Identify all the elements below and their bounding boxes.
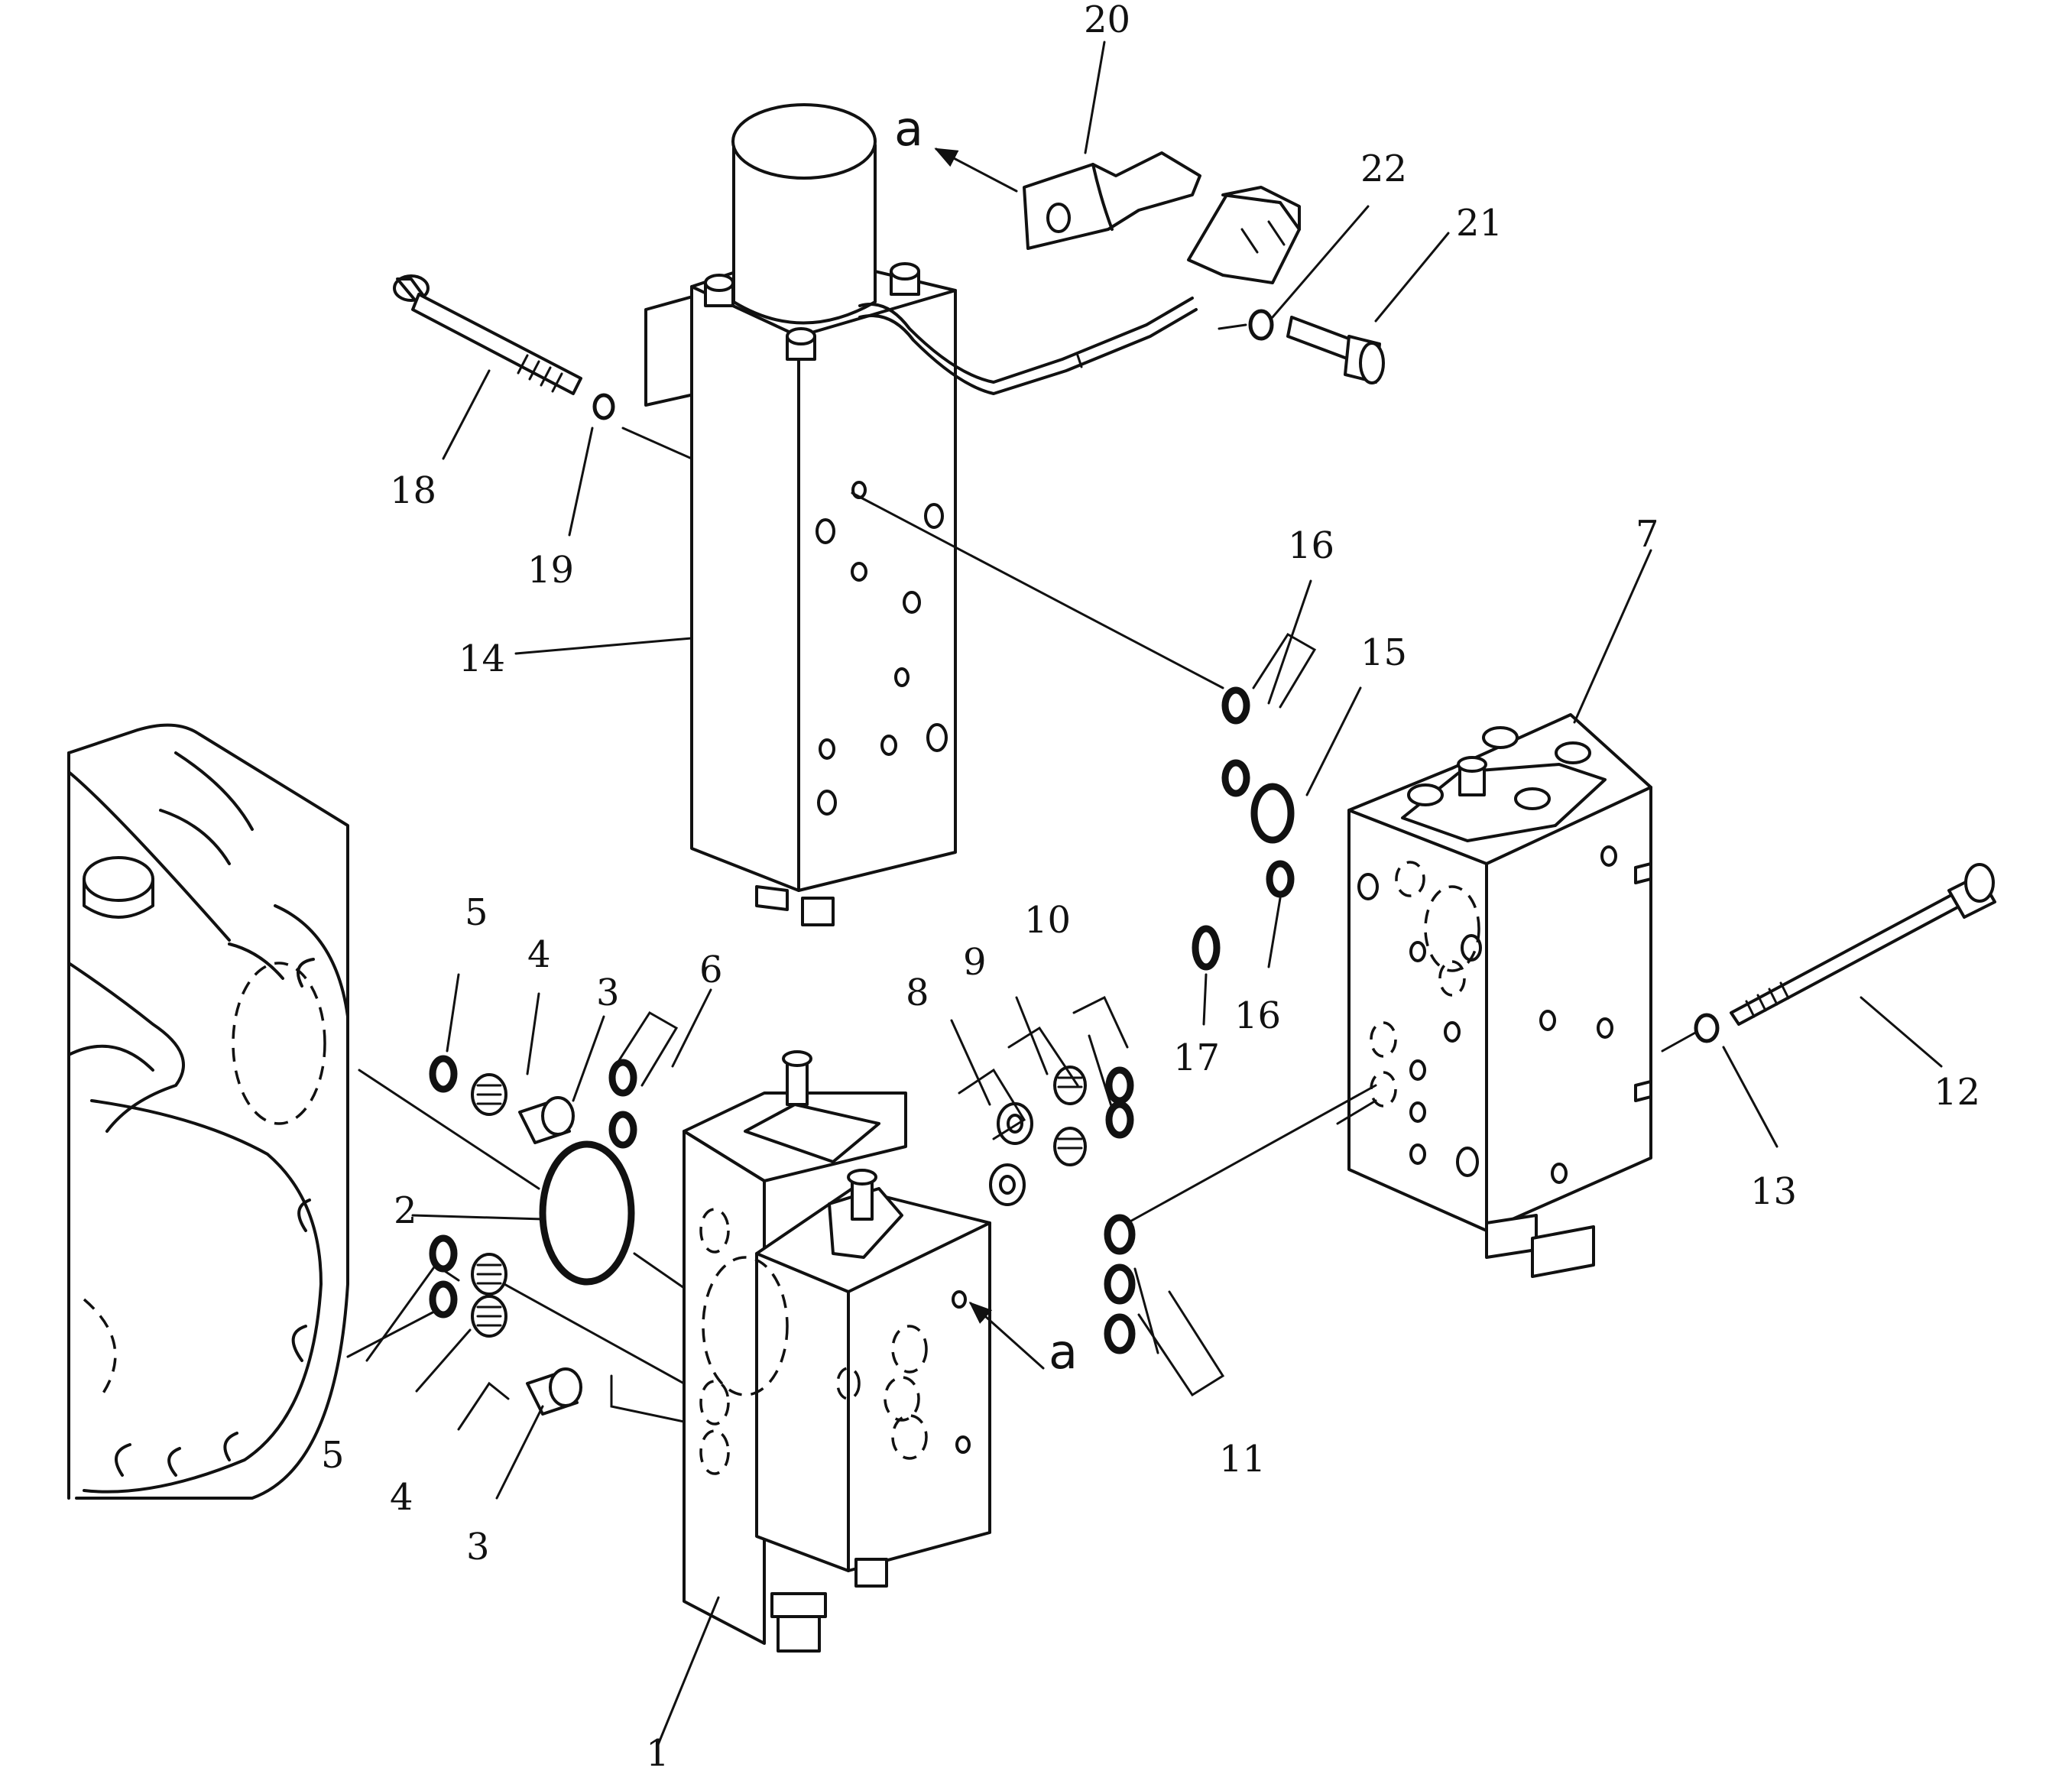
label-21: 21 (1456, 202, 1503, 245)
label-1: 1 (646, 1732, 670, 1775)
label-18: 18 (390, 469, 436, 512)
label-19: 19 (527, 549, 574, 592)
label-2: 2 (394, 1189, 417, 1232)
label-16-top: 16 (1288, 524, 1334, 567)
label-12: 12 (1934, 1071, 1980, 1114)
reference-a-bottom: a (1049, 1324, 1078, 1380)
label-16-bottom: 16 (1234, 994, 1281, 1037)
label-11: 11 (1219, 1438, 1266, 1481)
label-3-top: 3 (596, 971, 620, 1014)
sleeves-and-springs (471, 1066, 1087, 1416)
solenoid-valve-assembly (644, 103, 1198, 926)
bolt-12 (1730, 863, 1996, 1026)
label-22: 22 (1360, 148, 1407, 190)
face-holes (816, 481, 948, 816)
label-4-top: 4 (527, 933, 551, 976)
label-5-bottom: 5 (321, 1434, 345, 1477)
washer-13 (1694, 1013, 1720, 1043)
label-10: 10 (1024, 899, 1071, 942)
label-8: 8 (906, 971, 929, 1014)
label-6: 6 (699, 949, 723, 991)
part-labels: 20 22 21 18 19 14 16 15 7 5 4 3 6 8 9 10… (321, 0, 1980, 1775)
label-3-bottom: 3 (466, 1526, 490, 1568)
label-17: 17 (1173, 1036, 1220, 1079)
label-14: 14 (459, 637, 505, 680)
bolt-21 (1286, 316, 1385, 384)
washer-19 (592, 393, 615, 420)
label-13: 13 (1750, 1170, 1797, 1213)
reference-a-top: a (894, 101, 923, 157)
valve-block-1 (683, 1050, 991, 1653)
pump-housing (67, 723, 349, 1500)
o-rings (429, 686, 1295, 1354)
label-7: 7 (1636, 513, 1659, 556)
leader-lines (346, 41, 1943, 1748)
cable-bracket (1023, 151, 1201, 250)
electrical-connector (1187, 186, 1301, 284)
label-4-bottom: 4 (390, 1476, 413, 1519)
top-bolts (704, 262, 920, 361)
label-20: 20 (1084, 0, 1130, 41)
label-5-top: 5 (465, 891, 488, 934)
washer-22 (1248, 309, 1274, 341)
valve-block-7 (1347, 713, 1652, 1278)
label-9: 9 (963, 941, 987, 984)
bolt-18 (393, 274, 582, 395)
label-15: 15 (1360, 631, 1407, 674)
